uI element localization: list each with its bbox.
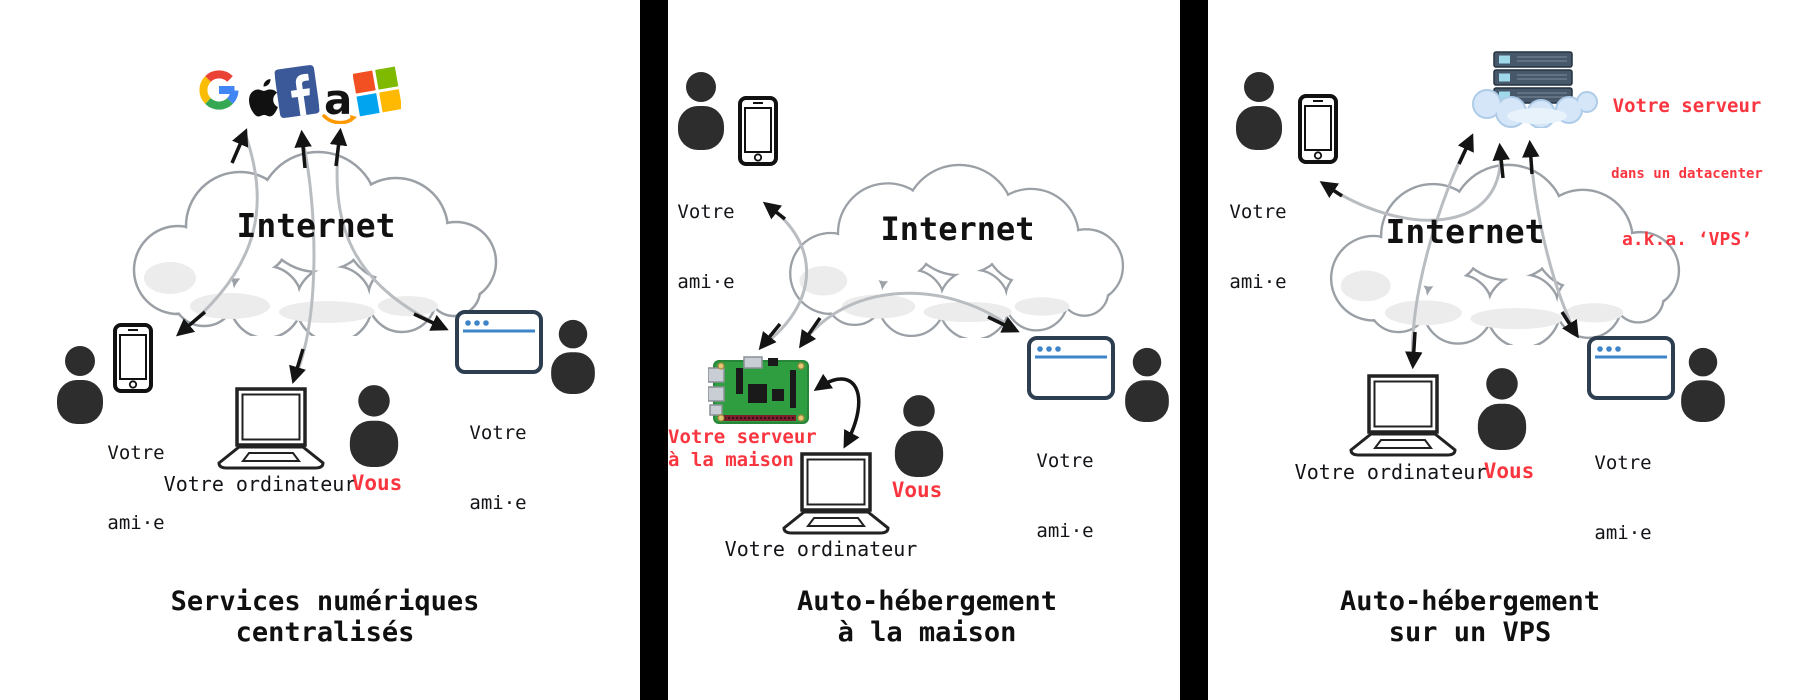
home-server-label: Votre serveur à la maison [668,426,817,472]
friend-label: Votre ami·e [86,396,186,581]
friend-label: Votre ami·e [1015,404,1115,589]
home-server-label-line2: à la maison [668,448,794,471]
friend-label-line1: Votre [469,422,527,445]
computer-label: Votre ordinateur [1294,460,1488,484]
internet-label: Internet [1385,212,1545,251]
facebook-logo-icon [274,64,320,119]
vps-server-label-line2: dans un datacenter [1611,165,1763,182]
friend-label-line2: ami·e [677,270,735,293]
panel-self-hosting-vps: Votre ami·e [1208,0,1800,700]
friend-label-line1: Votre [107,442,165,465]
browser-window-icon [1587,336,1675,400]
person-icon [678,72,724,150]
smartphone-icon [1298,94,1338,164]
you-label: Vous [351,471,403,495]
person-icon [1681,347,1725,422]
friend-label-line2: ami·e [1594,521,1652,544]
internet-label: Internet [880,210,1035,248]
smartphone-icon [738,96,778,166]
microsoft-logo-icon [353,66,401,117]
person-icon [1125,347,1169,422]
friend-label: Votre ami·e [1208,155,1308,340]
you-label: Vous [891,478,943,502]
panel-title-line2: sur un VPS [1388,617,1552,649]
internet-label: Internet [236,206,396,245]
google-logo-icon [199,70,239,110]
panel-divider [640,0,668,700]
vps-server-label-line3: a.k.a. ‘VPS’ [1621,229,1753,251]
vps-server-icon [1472,51,1598,128]
panel-title: Auto-hébergement à la maison [677,586,1177,649]
panel-title-line1: Auto-hébergement [1339,586,1601,617]
friend-label-line1: Votre [1594,452,1652,475]
amazon-letter: a [324,82,352,124]
smartphone-icon [113,323,153,393]
friend-label-line2: ami·e [107,511,165,534]
friend-label: Votre ami·e [448,376,548,561]
vps-server-label: Votre serveur dans un datacenter a.k.a. … [1597,48,1777,297]
person-icon [1236,72,1282,150]
person-icon [1477,368,1527,450]
friend-label: Votre ami·e [1573,406,1673,591]
friend-label-line1: Votre [677,201,735,224]
vps-server-label-line1: Votre serveur [1612,95,1762,118]
laptop-icon [782,452,890,535]
browser-window-icon [1027,336,1115,400]
friend-label-line2: ami·e [1229,270,1287,293]
friend-label-line2: ami·e [1036,519,1094,542]
amazon-logo-icon: a [322,82,357,124]
computer-label: Votre ordinateur [724,537,918,561]
home-server-label-line1: Votre serveur [668,426,817,448]
panel-title-line1: Services numériques [170,586,480,617]
raspberry-pi-icon [708,356,809,424]
panel-title-line2: centralisés [235,617,415,649]
panel-title-line2: à la maison [837,617,1017,649]
apple-logo-icon [249,79,278,117]
panel-title: Auto-hébergement sur un VPS [1220,586,1720,649]
panel-self-hosting-home: Votre ami·e Internet Votre serveur [668,0,1180,700]
person-icon [57,346,103,424]
person-icon [894,395,944,477]
panel-title: Services numériques centralisés [70,586,580,649]
laptop-icon [217,387,325,470]
person-icon [551,319,595,394]
friend-label-line1: Votre [1036,450,1094,473]
you-label: Vous [1483,459,1535,483]
person-icon [349,385,399,467]
panel-divider [1180,0,1208,700]
panel-title-line1: Auto-hébergement [796,586,1058,617]
friend-label: Votre ami·e [668,155,756,340]
laptop-icon [1349,374,1457,457]
friend-label-line2: ami·e [469,491,527,514]
panel-centralized-services: a Internet Votre ami·e [0,0,640,700]
friend-label-line1: Votre [1229,201,1287,224]
computer-label: Votre ordinateur [163,472,357,496]
browser-window-icon [455,310,543,374]
